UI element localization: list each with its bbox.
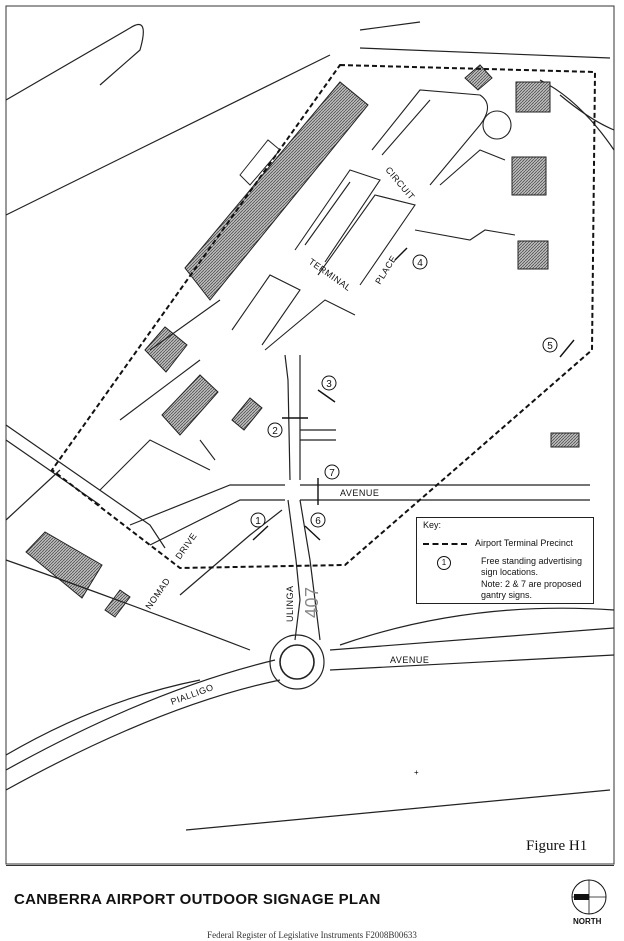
svg-text:3: 3: [326, 379, 332, 390]
stray-mark: +: [414, 768, 419, 777]
roundabout-outer: [269, 634, 325, 690]
label-circuit: CIRCUIT: [383, 165, 416, 202]
key-precinct-label: Airport Terminal Precinct: [475, 538, 573, 548]
key-sign-label: Free standing advertising sign locations…: [481, 556, 583, 578]
label-terminal: TERMINAL: [307, 256, 353, 293]
key-sign-description: Free standing advertising sign locations…: [481, 556, 591, 601]
precinct-boundary: [50, 63, 597, 570]
north-arrow-icon: [571, 879, 607, 915]
label-drive: DRIVE: [173, 531, 198, 561]
label-ulinga: ULINGA: [285, 585, 295, 622]
dashed-line-swatch: [423, 542, 467, 545]
sign-marker-3: 3: [317, 375, 337, 403]
figure-label: Figure H1: [526, 838, 588, 854]
svg-text:2: 2: [272, 426, 278, 437]
label-route-407: 407: [302, 586, 322, 618]
svg-text:5: 5: [547, 341, 553, 352]
label-nomad: NOMAD: [143, 576, 172, 611]
buildings: [25, 64, 580, 618]
svg-text:4: 4: [417, 258, 423, 269]
label-place: PLACE: [373, 254, 398, 286]
label-avenue-lower: AVENUE: [390, 655, 429, 665]
sign-marker-5: 5: [542, 337, 575, 358]
key-note: Note: 2 & 7 are proposed gantry signs.: [481, 578, 582, 600]
plan-title: CANBERRA AIRPORT OUTDOOR SIGNAGE PLAN: [14, 891, 381, 908]
map-key: Key: Airport Terminal Precinct 1 Free st…: [416, 517, 594, 604]
roundabout-inner: [279, 644, 315, 680]
svg-text:7: 7: [329, 468, 335, 479]
sign-marker-1: 1: [250, 512, 269, 541]
sign-marker-7: 7: [317, 464, 340, 505]
roads: [5, 354, 615, 831]
terminal-building: [184, 81, 369, 301]
footer-text: Federal Register of Legislative Instrume…: [207, 930, 417, 940]
car-park-islands: [99, 89, 516, 491]
sign-symbol-icon: 1: [437, 556, 451, 570]
map-frame: [5, 5, 615, 865]
key-title: Key:: [423, 520, 442, 530]
svg-text:6: 6: [315, 516, 321, 527]
sign-marker-6: 6: [304, 512, 326, 541]
north-arrow: NORTH: [568, 877, 610, 926]
label-avenue-upper: AVENUE: [340, 488, 379, 498]
key-precinct-row: Airport Terminal Precinct: [423, 538, 588, 549]
sign-marker-2: 2: [267, 417, 308, 438]
north-label: NORTH: [573, 917, 602, 926]
sign-marker-4: 4: [394, 247, 428, 270]
svg-text:1: 1: [255, 516, 261, 527]
title-bar: CANBERRA AIRPORT OUTDOOR SIGNAGE PLAN NO…: [6, 865, 614, 928]
